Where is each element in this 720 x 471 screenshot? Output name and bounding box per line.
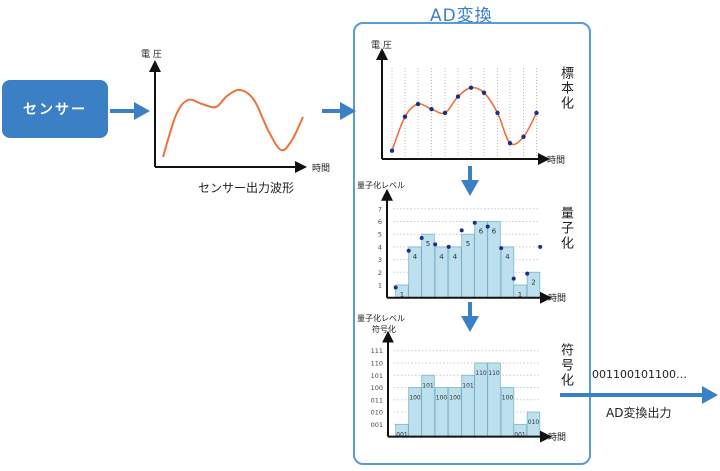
sample-point	[534, 110, 539, 116]
sensor-to-wave-arrow-head	[134, 102, 150, 120]
quantization-sample-point	[433, 242, 438, 247]
sensor-label: センサー	[23, 102, 87, 118]
quantization-x-label: 時間	[548, 294, 567, 304]
quantization-bar-label: 5	[426, 240, 430, 248]
quantization-sample-point	[393, 285, 398, 290]
coding-y-tick: 101	[371, 372, 383, 380]
sample-point	[415, 101, 421, 107]
sample-point	[468, 85, 474, 90]
waveform-x-label: 時間	[312, 164, 331, 174]
quantization-bar-label: 4	[413, 253, 418, 261]
coding-bar-label: 100	[436, 395, 448, 402]
quantization-sample-point	[459, 228, 464, 233]
quantization-y-label: 量子化レベル	[357, 181, 405, 190]
quantization-bar-label: 2	[531, 278, 535, 286]
coding-bar-label: 110	[488, 370, 500, 377]
quantization-sample-point	[419, 236, 424, 241]
coding-y-tick: 100	[371, 384, 383, 392]
sampling-side-label: 標本化	[558, 66, 573, 111]
sample-point	[402, 114, 408, 119]
sample-point	[481, 90, 487, 95]
coding-y-tick: 110	[371, 359, 383, 367]
quantization-sample-point	[538, 244, 543, 249]
coding-bar-label: 100	[449, 395, 461, 402]
coding-y-tick: 111	[371, 347, 383, 355]
quantization-y-tick: 6	[378, 218, 382, 226]
coding-bar-label: 110	[475, 370, 487, 377]
coding-bar-label: 001	[396, 431, 408, 438]
quantization-sample-point	[472, 220, 477, 225]
sampling-curve	[391, 86, 538, 151]
quantization-bar-label: 5	[466, 240, 470, 248]
quantization-sample-point	[511, 276, 516, 281]
ad-output-arrow-head	[702, 386, 718, 404]
quantization-y-tick: 1	[378, 282, 382, 290]
sensor-block: センサー	[2, 80, 108, 138]
quantization-side-label: 量子化	[558, 206, 573, 251]
quantization-bar-label: 4	[439, 253, 444, 261]
coding-bar-label: 100	[409, 395, 421, 402]
quantization-bar-label: 6	[479, 228, 484, 236]
coding-y-label2: 符号化	[372, 325, 396, 334]
coding-x-label: 時間	[548, 433, 567, 443]
sample-point	[389, 148, 395, 153]
coding-y-tick: 001	[371, 421, 383, 429]
coding-bar-label: 100	[502, 395, 514, 402]
wave-to-ad-arrow-head	[340, 102, 356, 120]
quantization-bar-label: 4	[453, 253, 458, 261]
coding-bar-label: 001	[514, 431, 526, 438]
quantization-bar-label: 6	[492, 228, 497, 236]
quantization-sample-point	[499, 246, 504, 251]
ad-title: AD変換	[430, 6, 493, 26]
quantization-sample-point	[406, 248, 411, 253]
coding-y-label: 量子化レベル	[357, 314, 405, 323]
coding-bar-label: 101	[422, 382, 434, 389]
coding-side-label: 符号化	[558, 343, 573, 388]
output-bits: 001100101100…	[592, 368, 687, 381]
sample-point	[521, 134, 526, 140]
waveform-y-label: 電 圧	[141, 50, 162, 60]
quantization-bar-label: 1	[518, 291, 522, 299]
sample-point	[429, 106, 434, 112]
sample-point	[455, 94, 461, 99]
quantization-to-coding-arrow-head	[461, 316, 479, 332]
quantization-sample-point	[525, 271, 530, 276]
sample-point	[495, 110, 500, 116]
waveform-curve	[162, 88, 304, 158]
quantization-bar-label: 1	[400, 291, 404, 299]
quantization-bar-label: 4	[505, 253, 510, 261]
quantization-y-tick: 7	[378, 205, 382, 213]
quantization-y-tick: 5	[378, 231, 382, 239]
quantization-sample-point	[446, 244, 451, 249]
waveform-caption: センサー出力波形	[198, 181, 295, 195]
sample-point	[507, 140, 513, 146]
quantization-sample-point	[485, 224, 490, 229]
coding-bar-label: 101	[462, 382, 474, 389]
coding-y-tick: 010	[371, 409, 383, 417]
sample-point	[442, 110, 448, 116]
output-label: AD変換出力	[606, 406, 672, 420]
ad-conversion-box	[353, 22, 591, 465]
quantization-y-tick: 2	[378, 269, 382, 277]
coding-y-tick: 011	[371, 396, 383, 404]
sampling-x-label: 時間	[547, 156, 566, 166]
coding-bar-label: 010	[528, 419, 540, 426]
quantization-y-tick: 4	[378, 243, 382, 251]
sampling-y-label: 電 圧	[371, 41, 392, 51]
sampling-to-quantization-arrow-head	[461, 180, 479, 196]
quantization-y-tick: 3	[378, 256, 382, 264]
